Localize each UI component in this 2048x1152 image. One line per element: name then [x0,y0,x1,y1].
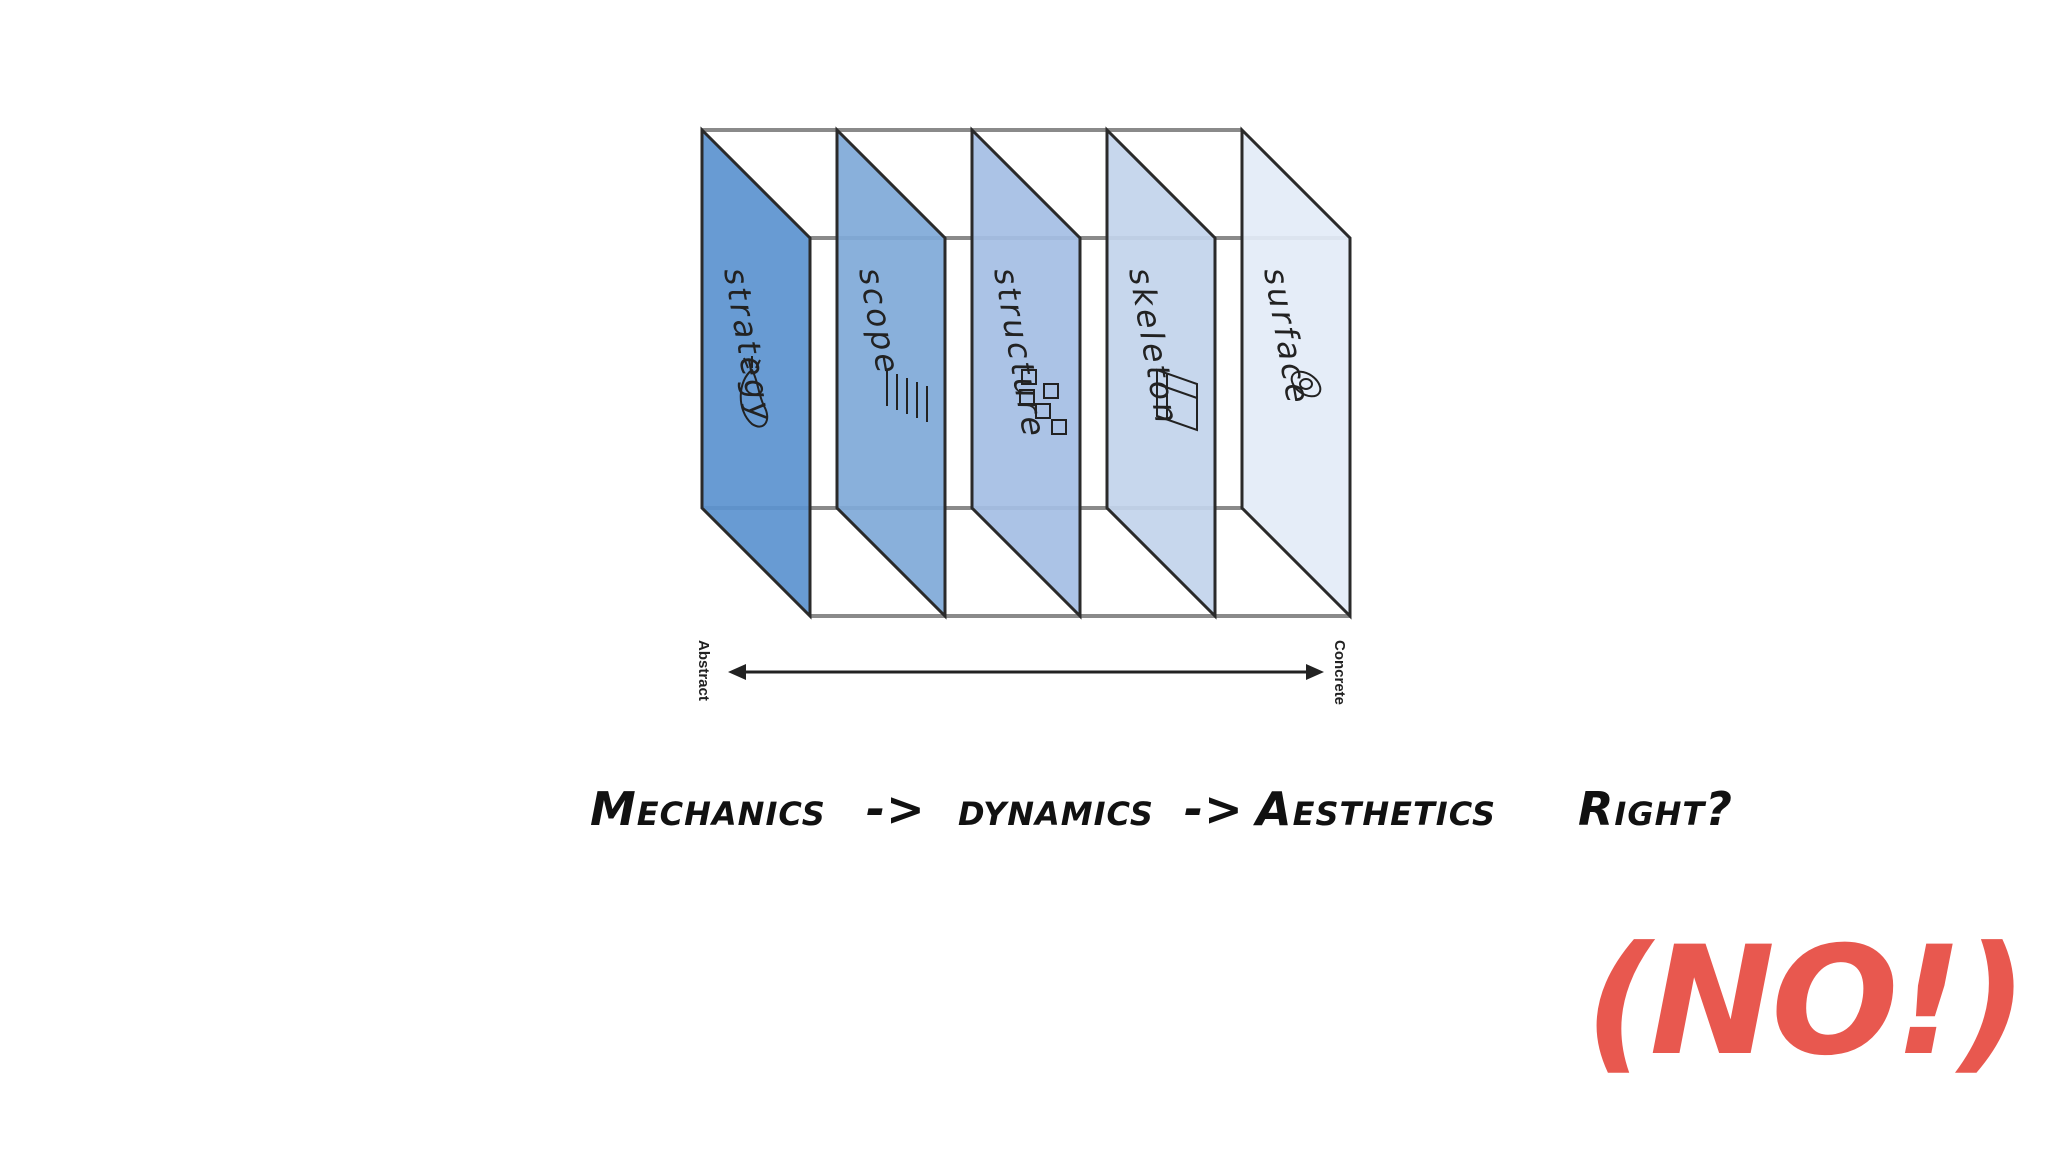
axis-label-concrete: Concrete [1331,640,1348,705]
eggplant-icon [739,356,769,428]
no-badge: (NO!) [1585,915,2028,1089]
axis-label-abstract: Abstract [695,640,712,701]
caption-aesthetics: Aesthetics [1256,782,1497,836]
caption-arrow-2: -> [1184,782,1244,836]
plane-structure: structure [970,126,1082,620]
eye-icon [1290,370,1322,398]
plane-panel-scope [835,126,947,620]
caption-mechanics: Mechanics [590,782,826,836]
caption-right: Right? [1578,782,1733,836]
arrow-left-icon [728,664,746,680]
wireframe-icon [1156,368,1198,432]
plane-panel-structure [970,126,1082,620]
arrow-right-icon [1306,664,1324,680]
plane-skeleton: skeleton [1105,126,1217,620]
caption-dynamics: dynamics [958,782,1154,836]
list-lines-icon [886,370,928,422]
plane-surface: surface [1240,126,1352,620]
plane-scope: scope [835,126,947,620]
plane-panel-strategy [700,126,812,620]
flowchart-icon [1019,369,1067,435]
plane-panel-skeleton [1105,126,1217,620]
plane-strategy: strategy [700,126,812,620]
caption-arrow-1: -> [866,782,926,836]
abstract-concrete-axis: Abstract Concrete [695,640,1348,705]
